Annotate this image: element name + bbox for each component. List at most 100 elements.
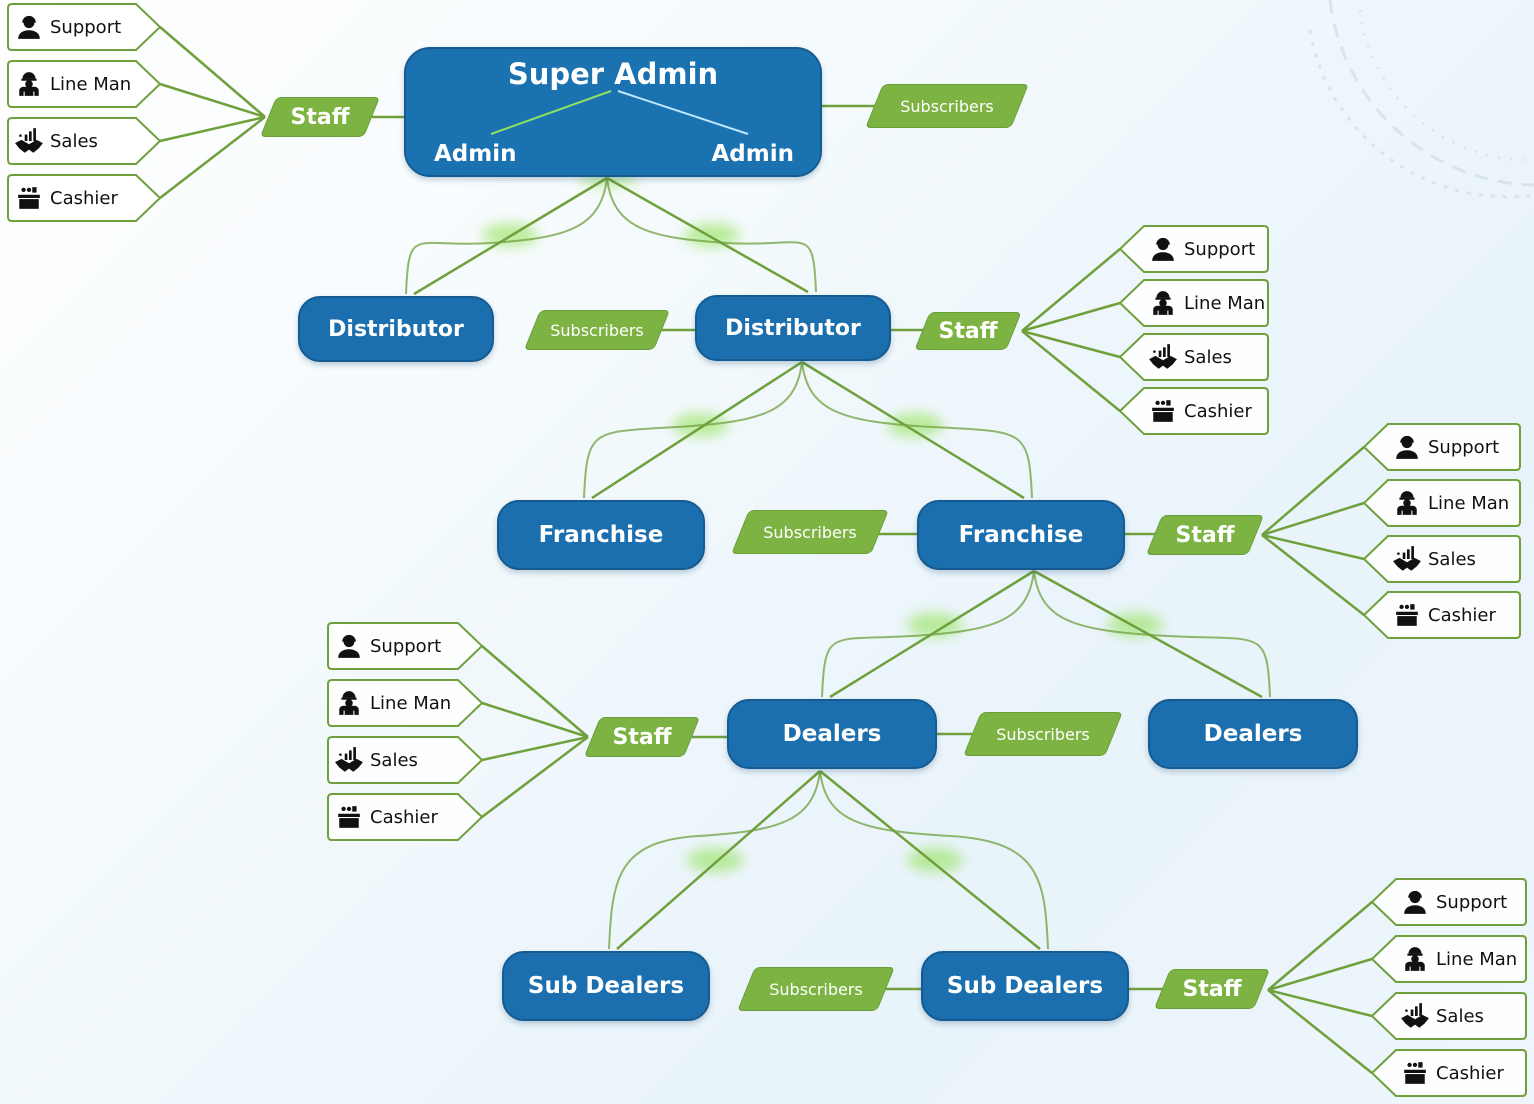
sales-handshake-icon <box>334 745 364 775</box>
support-agent-icon <box>1400 887 1430 917</box>
staff-to-role-line-super-admin <box>159 26 266 118</box>
staff-to-role-line-distributor <box>1021 329 1121 359</box>
role-sales-franchise[interactable]: Sales <box>1362 535 1521 583</box>
staff-tag-franchise[interactable]: Staff <box>1145 515 1265 555</box>
cashier-counter-icon <box>1392 600 1422 630</box>
tag-label: Subscribers <box>763 522 857 542</box>
distributor-node-right[interactable]: Distributor <box>695 295 891 361</box>
sales-handshake-icon <box>1392 544 1422 574</box>
lineman-worker-icon <box>1400 944 1430 974</box>
sub-dealers-node-left[interactable]: Sub Dealers <box>502 951 710 1021</box>
franchise-to-dealers-curve-left <box>821 570 1035 698</box>
support-agent-icon <box>14 12 44 42</box>
lineman-worker-icon <box>1148 288 1178 318</box>
dealers-to-sub-dealers-curve-left <box>608 770 821 950</box>
role-sales-sub-dealers[interactable]: Sales <box>1370 992 1527 1040</box>
franchise-to-dealers-curve-right <box>1033 570 1271 698</box>
support-agent-icon <box>1392 432 1422 462</box>
franchise-node-right[interactable]: Franchise <box>917 500 1125 570</box>
node-label: Dealers <box>1203 721 1303 747</box>
dealers-node-right[interactable]: Dealers <box>1148 699 1358 769</box>
tag-label: Staff <box>612 724 672 750</box>
super-admin-node[interactable]: Super Admin Admin Admin <box>404 47 822 177</box>
cashier-counter-icon <box>334 802 364 832</box>
sales-handshake-icon <box>14 126 44 156</box>
role-label: Sales <box>50 130 98 152</box>
staff-to-role-line-dealers <box>481 736 589 818</box>
distributor-to-franchise-curve-right <box>801 361 1033 499</box>
staff-to-role-line-dealers <box>481 701 589 739</box>
node-label: Distributor <box>725 315 861 341</box>
support-agent-icon <box>334 631 364 661</box>
role-support-super-admin[interactable]: Support <box>7 3 162 51</box>
staff-tag-dealers[interactable]: Staff <box>583 717 701 757</box>
role-cashier-franchise[interactable]: Cashier <box>1362 591 1521 639</box>
node-label: Franchise <box>958 522 1084 548</box>
staff-to-role-line-franchise <box>1261 533 1365 561</box>
role-line-man-dealers[interactable]: Line Man <box>327 679 484 727</box>
tag-label: Staff <box>290 104 350 130</box>
role-label: Line Man <box>1436 948 1518 970</box>
node-label: Distributor <box>328 316 464 342</box>
subscribers-tag-super-admin[interactable]: Subscribers <box>865 84 1029 128</box>
role-sales-distributor[interactable]: Sales <box>1118 333 1269 381</box>
cashier-counter-icon <box>1400 1058 1430 1088</box>
role-label: Support <box>50 16 122 38</box>
role-sales-super-admin[interactable]: Sales <box>7 117 162 165</box>
node-label: Franchise <box>538 522 664 548</box>
lineman-worker-icon <box>334 688 364 718</box>
role-cashier-super-admin[interactable]: Cashier <box>7 174 162 222</box>
role-frame <box>1118 387 1269 435</box>
role-line-man-franchise[interactable]: Line Man <box>1362 479 1521 527</box>
distributor-node-left[interactable]: Distributor <box>298 296 494 362</box>
dealers-node-left[interactable]: Dealers <box>727 699 937 769</box>
tag-label: Subscribers <box>550 320 644 340</box>
tag-label: Staff <box>1175 522 1235 548</box>
distributor-to-franchise-curve-left <box>583 361 803 499</box>
role-sales-dealers[interactable]: Sales <box>327 736 484 784</box>
staff-to-role-line-sub-dealers <box>1267 988 1373 1018</box>
role-support-distributor[interactable]: Support <box>1118 225 1269 273</box>
staff-to-role-line-franchise <box>1261 534 1365 616</box>
role-frame <box>7 117 162 165</box>
cashier-counter-icon <box>14 183 44 213</box>
dealers-to-sub-dealers-line-right <box>819 770 1041 950</box>
lineman-worker-icon <box>14 69 44 99</box>
role-line-man-sub-dealers[interactable]: Line Man <box>1370 935 1527 983</box>
staff-tag-sub-dealers[interactable]: Staff <box>1153 969 1271 1009</box>
role-label: Cashier <box>370 806 438 828</box>
subscribers-tag-franchise[interactable]: Subscribers <box>731 510 889 554</box>
staff-to-role-line-distributor <box>1021 301 1121 333</box>
admin-left-label: Admin <box>434 141 517 167</box>
staff-to-role-line-distributor <box>1021 248 1121 332</box>
role-cashier-sub-dealers[interactable]: Cashier <box>1370 1049 1527 1097</box>
role-label: Line Man <box>1184 292 1266 314</box>
role-line-man-super-admin[interactable]: Line Man <box>7 60 162 108</box>
role-cashier-dealers[interactable]: Cashier <box>327 793 484 841</box>
role-label: Support <box>1436 891 1508 913</box>
subscribers-tag-dealers[interactable]: Subscribers <box>963 712 1123 756</box>
role-frame <box>1370 1049 1527 1097</box>
super-admin-to-distributor-line-right <box>606 176 809 294</box>
staff-tag-super-admin[interactable]: Staff <box>259 97 381 137</box>
subscribers-tag-distributor[interactable]: Subscribers <box>523 310 671 350</box>
role-line-man-distributor[interactable]: Line Man <box>1118 279 1269 327</box>
role-frame <box>327 793 484 841</box>
role-label: Cashier <box>1184 400 1252 422</box>
role-support-dealers[interactable]: Support <box>327 622 484 670</box>
role-support-franchise[interactable]: Support <box>1362 423 1521 471</box>
franchise-node-left[interactable]: Franchise <box>497 500 705 570</box>
role-label: Cashier <box>50 187 118 209</box>
staff-to-role-line-sub-dealers <box>1267 901 1373 991</box>
super-admin-to-distributor-curve-right <box>606 177 817 293</box>
role-cashier-distributor[interactable]: Cashier <box>1118 387 1269 435</box>
role-label: Sales <box>1436 1005 1484 1027</box>
subscribers-tag-sub-dealers[interactable]: Subscribers <box>737 967 895 1011</box>
staff-to-role-line-franchise <box>1261 501 1365 537</box>
sub-dealers-node-right[interactable]: Sub Dealers <box>921 951 1129 1021</box>
dealers-to-sub-dealers-line-left <box>616 770 821 950</box>
role-label: Sales <box>370 749 418 771</box>
staff-tag-distributor[interactable]: Staff <box>914 312 1022 350</box>
role-support-sub-dealers[interactable]: Support <box>1370 878 1527 926</box>
staff-to-role-line-dealers <box>481 735 589 762</box>
